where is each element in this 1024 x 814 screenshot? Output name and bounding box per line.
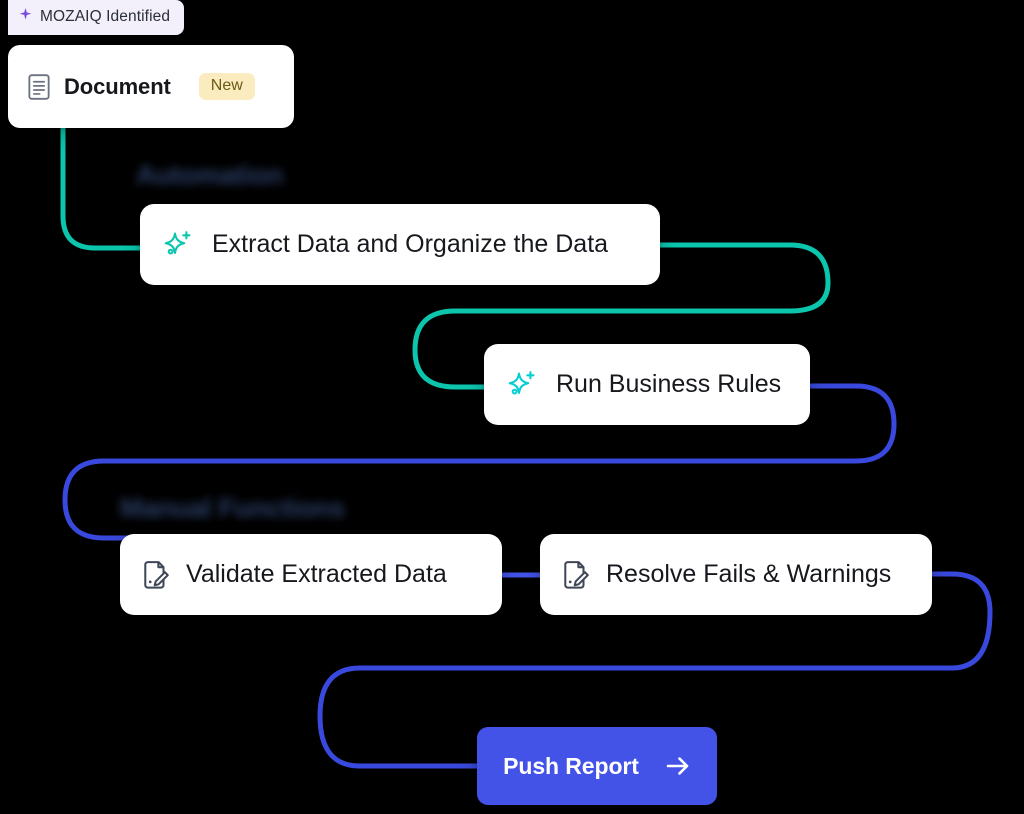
step-card-validate-label: Validate Extracted Data [186,560,447,588]
step-card-extract-data[interactable]: Extract Data and Organize the Data [140,204,660,285]
step-card-rules-label: Run Business Rules [556,370,782,398]
section-heading-manual: Manual Functions [120,493,345,523]
document-pencil-icon [562,560,590,590]
step-card-run-business-rules[interactable]: Run Business Rules [484,344,810,425]
section-heading-automation: Automation [136,160,283,190]
document-card-label: Document [64,73,171,99]
push-report-button[interactable]: Push Report [477,727,717,805]
sparkle-ai-icon [162,229,194,261]
sparkle-ai-icon [506,369,538,401]
document-pencil-icon [142,560,170,590]
push-report-label: Push Report [503,752,639,779]
step-card-resolve-fails-warnings[interactable]: Resolve Fails & Warnings [540,534,932,615]
document-lines-icon [28,73,50,100]
mozaiq-badge-label: MOZAIQ Identified [40,8,171,25]
step-card-resolve-label: Resolve Fails & Warnings [606,560,892,588]
mozaiq-identified-badge: MOZAIQ Identified [8,0,185,35]
document-card[interactable]: Document New [8,45,294,128]
step-card-extract-label: Extract Data and Organize the Data [212,230,609,258]
new-status-badge: New [198,73,255,100]
arrow-right-icon [665,755,691,777]
step-card-validate-extracted-data[interactable]: Validate Extracted Data [120,534,502,615]
sparkle-four-point-icon [18,7,33,27]
